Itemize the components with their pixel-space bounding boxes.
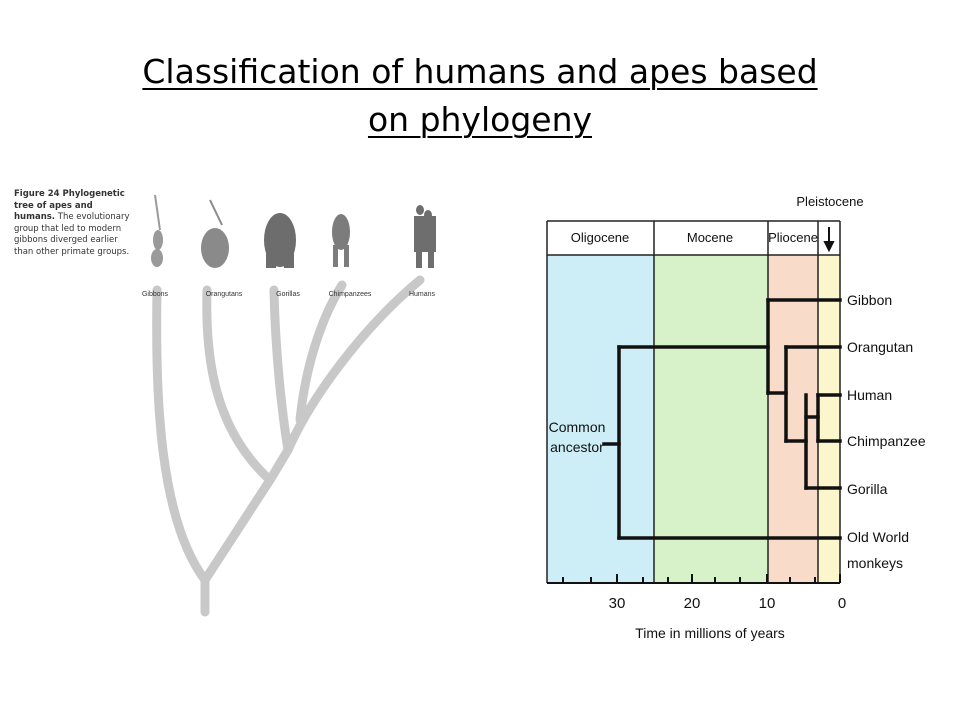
branch-gorillas — [269, 285, 293, 455]
taxon-label-orangutans: Orangutans — [206, 291, 243, 298]
figure-caption: Figure 24 Phylogenetic tree of apes and … — [14, 189, 136, 258]
title-line-1: Classification of humans and apes based — [142, 52, 818, 91]
epoch-bands — [547, 255, 840, 583]
taxon-label-orangutan: Orangutan — [847, 339, 913, 355]
taxon-label-human: Human — [847, 387, 892, 403]
humans-illustration — [414, 205, 436, 268]
axis-tick-30: 30 — [609, 595, 626, 612]
pleistocene-band — [818, 255, 840, 583]
taxon-label-gorilla: Gorilla — [847, 481, 888, 497]
figure-caption-text: The evolutionary group that led to moder… — [14, 212, 130, 257]
root-label-ancestor: ancestor — [550, 439, 604, 455]
taxon-label-gibbon: Gibbon — [847, 292, 892, 308]
miocene-band — [654, 255, 768, 583]
figure-caption-heading: Figure 24 Phylogenetic tree of apes and … — [14, 189, 125, 222]
time-axis — [547, 574, 841, 584]
root-label-common: Common — [549, 419, 606, 435]
epoch-label-pleistocene: Pleistocene — [796, 194, 863, 209]
branch-chimpanzees — [295, 280, 347, 425]
taxon-label-chimpanzee: Chimpanzee — [847, 433, 926, 449]
branch-main-2 — [265, 445, 293, 485]
taxon-label-gorillas: Gorillas — [276, 291, 300, 298]
gibbon-illustration — [151, 194, 163, 267]
taxon-label-monkeys: monkeys — [847, 555, 903, 571]
down-arrow-icon — [823, 227, 835, 253]
oligocene-band — [547, 255, 654, 583]
taxon-label-chimpanzees: Chimpanzees — [329, 291, 372, 298]
page-title: Classification of humans and apes based … — [40, 48, 920, 144]
axis-tick-10: 10 — [759, 595, 776, 612]
pliocene-band — [768, 255, 818, 583]
axis-tick-20: 20 — [684, 595, 701, 612]
axis-tick-0: 0 — [838, 595, 846, 612]
title-line-2: on phylogeny — [367, 100, 593, 139]
branch-main — [200, 475, 275, 585]
epoch-label-pliocene: Pliocene — [768, 230, 818, 245]
chimpanzee-illustration — [332, 214, 350, 267]
branch-gibbons — [152, 285, 210, 585]
epoch-label-oligocene: Oligocene — [571, 230, 630, 245]
right-cladogram-branches — [602, 298, 842, 540]
branch-orangutans — [202, 285, 275, 485]
branch-main-3 — [283, 275, 425, 455]
left-phylogenetic-tree — [152, 275, 425, 617]
orangutan-illustration — [201, 199, 229, 268]
taxon-label-old-world: Old World — [847, 529, 909, 545]
gorilla-illustration — [264, 213, 296, 268]
taxon-label-gibbons: Gibbons — [142, 291, 169, 298]
taxon-label-humans: Humans — [409, 291, 436, 298]
epoch-label-miocene: Mocene — [687, 230, 733, 245]
axis-label: Time in millions of years — [635, 625, 785, 641]
